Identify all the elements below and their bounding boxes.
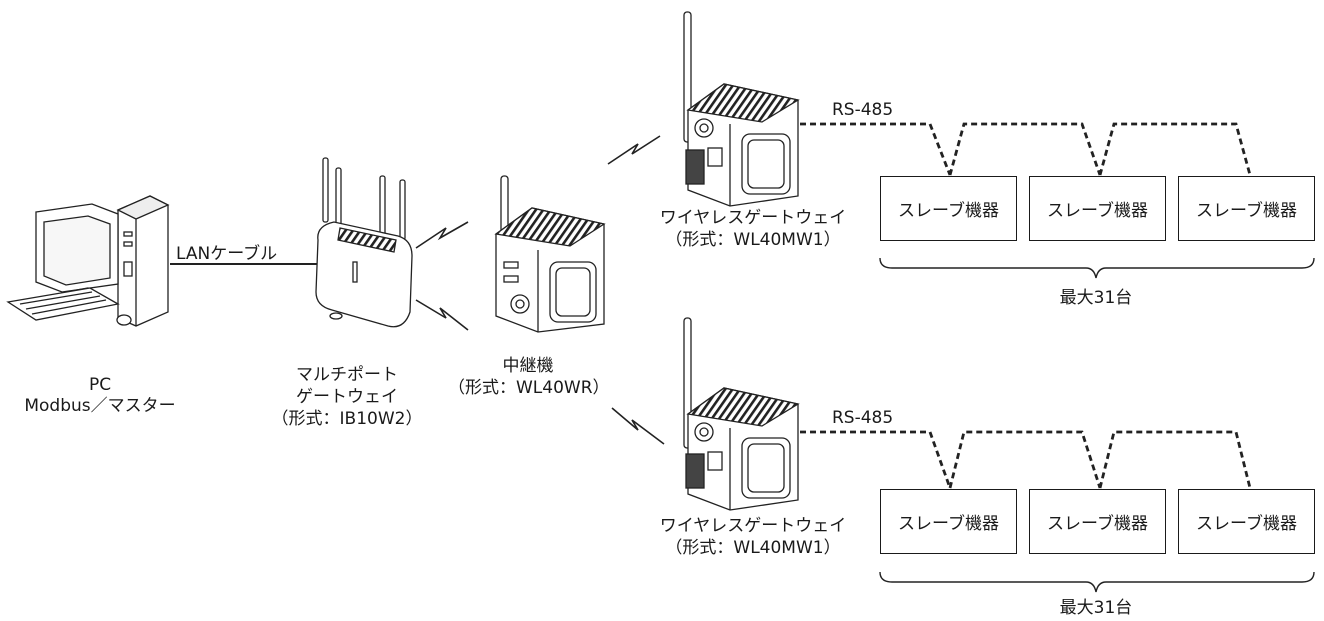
pc-role: Modbus／マスター xyxy=(24,396,176,416)
wireless-gateway-2-illustration xyxy=(683,317,800,511)
slave-device-1-2: スレーブ機器 xyxy=(1029,176,1166,241)
repeater-model: （形式：WL40WR） xyxy=(448,378,610,398)
slave-device-2-3: スレーブ機器 xyxy=(1178,489,1315,554)
rs485-label-2: RS-485 xyxy=(832,408,894,428)
rs485-bus-1 xyxy=(800,122,1252,176)
slave-device-1-3: スレーブ機器 xyxy=(1178,176,1315,241)
slave-device-2-1: スレーブ機器 xyxy=(880,489,1017,554)
rs485-bus-2 xyxy=(800,430,1252,489)
max-count-2: 最大31台 xyxy=(1059,598,1133,618)
gateway-model: （形式：IB10W2） xyxy=(271,409,423,429)
gateway-line1: マルチポート xyxy=(296,365,398,385)
gateway-line2: ゲートウェイ xyxy=(296,387,398,407)
lan-cable-label: LANケーブル xyxy=(176,244,278,264)
wireless-gateway-2-name: ワイヤレスゲートウェイ xyxy=(659,516,847,536)
wireless-gateway-2-model: （形式：WL40MW1） xyxy=(665,538,841,558)
slave-device-1-1: スレーブ機器 xyxy=(880,176,1017,241)
gateway-illustration xyxy=(315,157,413,328)
pc-name: PC xyxy=(88,375,112,395)
wireless-gateway-1-illustration xyxy=(683,11,800,207)
wireless-links xyxy=(415,135,665,445)
repeater-illustration xyxy=(494,175,606,333)
brace-2 xyxy=(879,571,1315,593)
slave-device-2-2: スレーブ機器 xyxy=(1029,489,1166,554)
rs485-label-1: RS-485 xyxy=(832,100,894,120)
pc-illustration xyxy=(6,195,170,327)
repeater-name: 中継機 xyxy=(502,356,554,376)
wireless-gateway-1-name: ワイヤレスゲートウェイ xyxy=(659,208,847,228)
max-count-1: 最大31台 xyxy=(1059,288,1133,308)
brace-1 xyxy=(879,257,1315,279)
wireless-gateway-1-model: （形式：WL40MW1） xyxy=(665,230,841,250)
